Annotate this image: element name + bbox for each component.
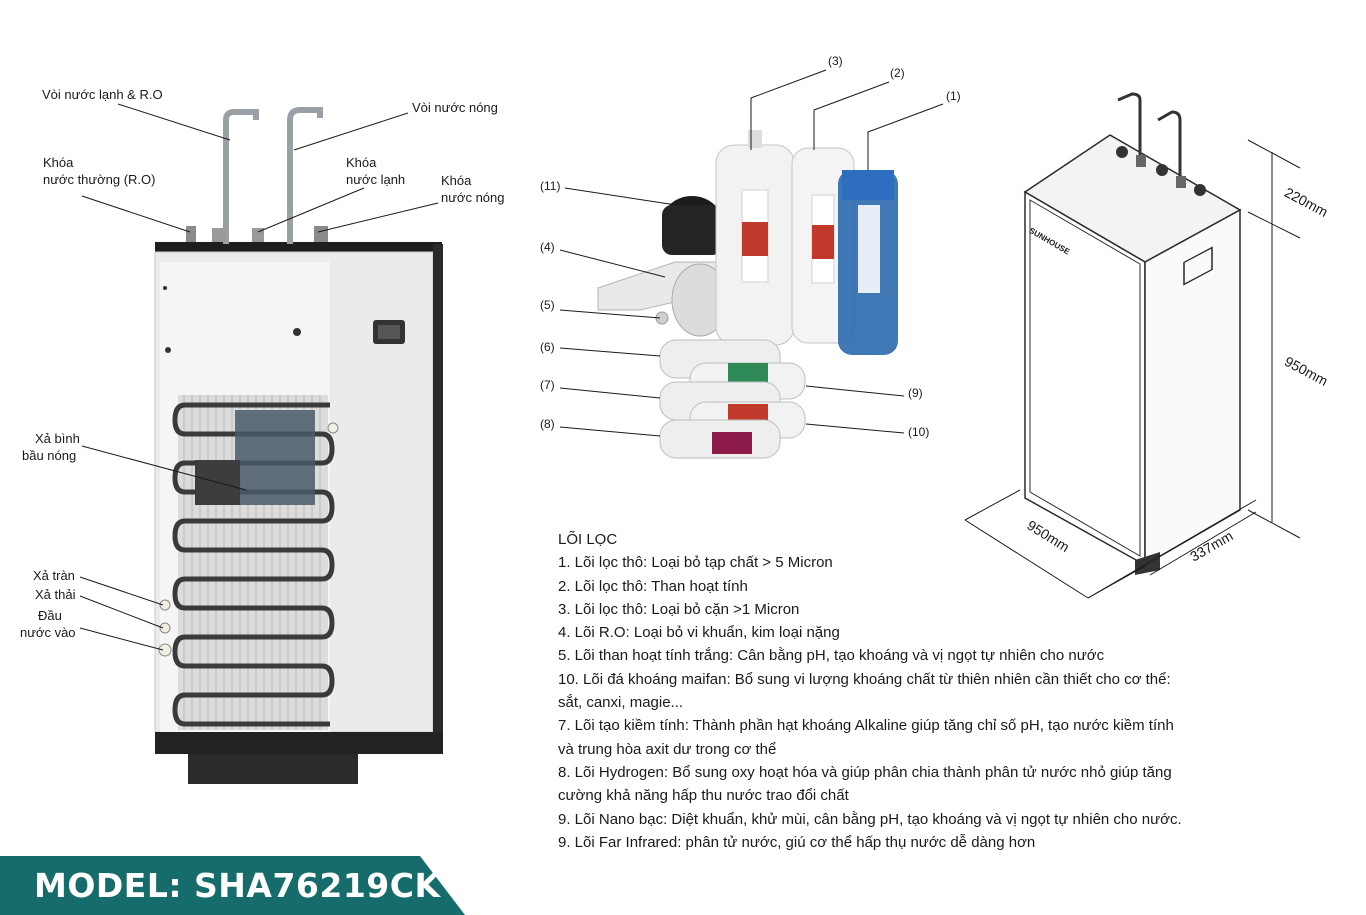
legend-line: 5. Lõi than hoạt tính trắng: Cân bằng pH… [558,647,1105,665]
legend-line: 10. Lõi đá khoáng maifan: Bổ sung vi lượ… [558,670,1171,688]
filter-number-1: (1) [946,89,961,103]
legend-title: LÕI LỌC [558,531,618,548]
hot-tank-drain-label-line1: Xả bình [35,431,80,446]
legend-line: 8. Lõi Hydrogen: Bổ sung oxy hoạt hóa và… [558,763,1172,781]
hot-tank-drain-label-line2: bầu nóng [22,448,77,463]
hot-tap-label: Vòi nước nóng [412,100,498,115]
dispenser-back-view [154,107,443,784]
cold-ro-tap-label: Vòi nước lạnh & R.O [42,87,163,102]
filter-number-5: (5) [540,298,555,312]
legend-line: sắt, canxi, magie... [558,694,684,712]
filter-assembly [597,130,898,459]
filter-number-8: (8) [540,417,555,431]
legend-line: 9. Lõi Nano bạc: Diệt khuẩn, khử mùi, câ… [558,810,1182,828]
cold-valve-label-line2: nước lạnh [346,172,406,187]
filter-number-7: (7) [540,378,555,392]
legend-line: cường khả năng hấp thu nước trao đổi chấ… [558,787,849,805]
filter-number-4: (4) [540,240,555,254]
ro-valve-label-line2: nước thường (R.O) [43,172,156,187]
inlet-label-line1: Đầu [38,608,62,623]
filter-number-6: (6) [540,340,555,354]
model-banner-shape [0,856,465,915]
legend-line: 9. Lõi Far Infrared: phân tử nước, giú c… [558,833,1036,851]
overflow-label: Xả tràn [33,568,75,583]
ro-valve-label-line1: Khóa [43,155,74,170]
filter-legend: LÕI LỌC 1. Lõi lọc thô: Loại bỏ tạp chất… [558,528,1218,854]
dimension-lines [964,139,1301,599]
filter-number-9: (9) [908,386,923,400]
waste-label: Xả thải [35,587,76,602]
model-name: MODEL: SHA76219CK [34,866,441,905]
hot-valve-label-line1: Khóa [441,173,472,188]
dispenser-front-view [1023,92,1242,575]
hot-valve-label-line2: nước nóng [441,190,505,205]
filter-number-3: (3) [828,54,843,68]
filter-number-2: (2) [890,66,905,80]
legend-line: 2. Lõi lọc thô: Than hoạt tính [558,577,748,595]
legend-line: 1. Lõi lọc thô: Loại bỏ tạp chất > 5 Mic… [558,554,833,572]
legend-line: 7. Lõi tạo kiềm tính: Thành phần hạt kho… [558,717,1174,735]
filter-number-11: (11) [540,179,561,193]
filter-number-10: (10) [908,425,930,439]
legend-line: 4. Lõi R.O: Loại bỏ vi khuẩn, kim loại n… [558,624,840,642]
cold-valve-label-line1: Khóa [346,155,377,170]
left-leader-lines [79,103,439,651]
inlet-label-line2: nước vào [20,625,76,640]
filter-leader-lines [559,69,944,437]
legend-line: 3. Lõi lọc thô: Loại bỏ cặn >1 Micron [558,600,800,618]
legend-line: và trung hòa axit dư trong cơ thể [558,740,777,758]
